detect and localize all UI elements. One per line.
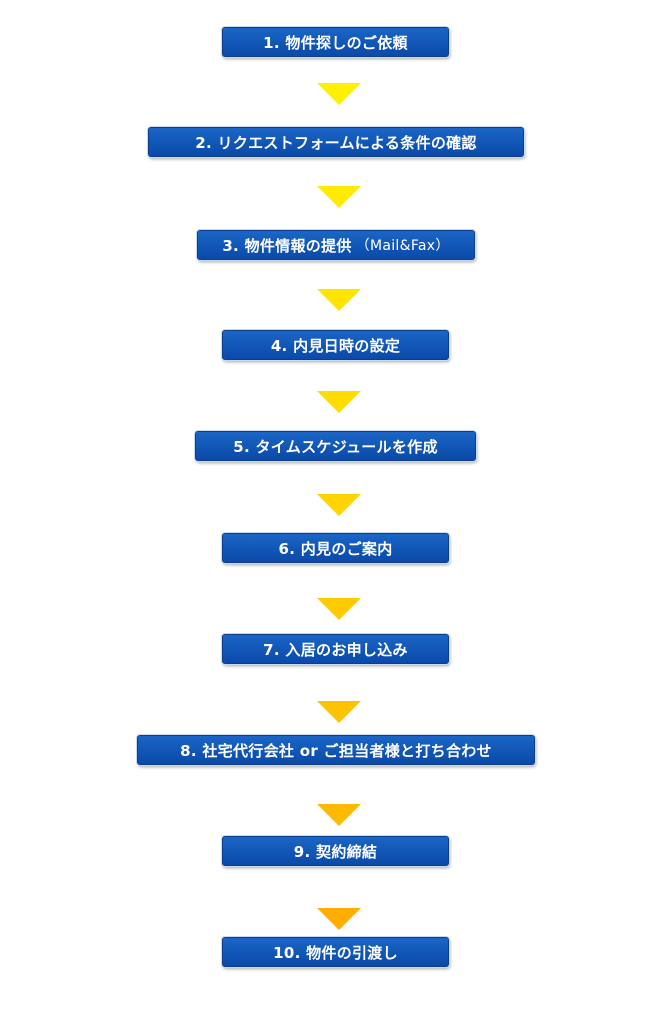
step-5-label: 5. タイムスケジュールを作成	[233, 437, 438, 456]
step-1: 1. 物件探しのご依頼	[222, 27, 449, 57]
down-arrow-icon	[317, 908, 361, 930]
step-8: 8. 社宅代行会社 or ご担当者様と打ち合わせ	[137, 735, 535, 765]
down-arrow-icon	[317, 804, 361, 826]
down-arrow-icon	[317, 391, 361, 413]
down-arrow-icon	[317, 186, 361, 208]
down-arrow-icon	[317, 289, 361, 311]
step-7: 7. 入居のお申し込み	[222, 634, 449, 664]
step-6-label: 6. 内見のご案内	[278, 539, 393, 558]
step-10: 10. 物件の引渡し	[222, 937, 449, 967]
down-arrow-icon	[317, 494, 361, 516]
step-3-suffix: （Mail&Fax）	[355, 238, 450, 254]
step-10-label: 10. 物件の引渡し	[273, 943, 398, 962]
step-9-label: 9. 契約締結	[293, 842, 378, 861]
step-5: 5. タイムスケジュールを作成	[195, 431, 476, 461]
step-2-label: 2. リクエストフォームによる条件の確認	[195, 133, 477, 152]
step-2: 2. リクエストフォームによる条件の確認	[148, 127, 524, 157]
down-arrow-icon	[317, 83, 361, 105]
step-4: 4. 内見日時の設定	[222, 330, 449, 360]
step-4-label: 4. 内見日時の設定	[270, 336, 401, 355]
step-3: 3. 物件情報の提供（Mail&Fax）	[197, 230, 475, 260]
step-7-label: 7. 入居のお申し込み	[263, 640, 408, 659]
down-arrow-icon	[317, 598, 361, 620]
step-9: 9. 契約締結	[222, 836, 449, 866]
step-3-label: 3. 物件情報の提供	[222, 236, 352, 255]
step-6: 6. 内見のご案内	[222, 533, 449, 563]
step-1-label: 1. 物件探しのご依頼	[263, 33, 408, 52]
step-8-label: 8. 社宅代行会社 or ご担当者様と打ち合わせ	[180, 741, 492, 760]
down-arrow-icon	[317, 701, 361, 723]
